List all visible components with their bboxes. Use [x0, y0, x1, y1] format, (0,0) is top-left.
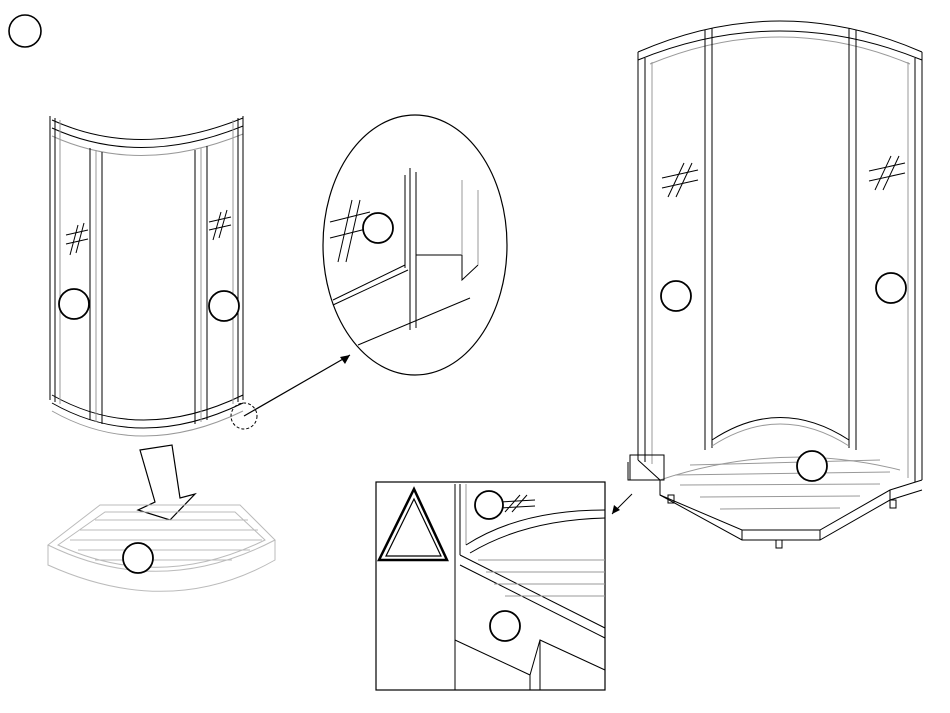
glass-hatch-right-left	[662, 163, 698, 197]
callout-enclosure-tray	[797, 451, 827, 481]
down-arrow	[138, 445, 195, 520]
callout-tray	[123, 543, 153, 573]
step-marker-circle	[9, 15, 41, 47]
callout-zoom	[363, 213, 393, 243]
corner-detail-zoom	[244, 115, 507, 416]
zoom-leader-line	[244, 355, 350, 416]
glass-hatch-right	[209, 210, 231, 240]
callout-detail-bottom	[490, 611, 520, 641]
warning-detail-box	[376, 482, 605, 690]
glass-hatch-left	[66, 223, 88, 255]
curved-enclosure	[50, 116, 257, 436]
detail-source-box	[630, 455, 664, 480]
callout-enclosure-left	[661, 281, 691, 311]
callout-detail-top	[475, 491, 503, 519]
glass-hatch-right-right	[869, 156, 905, 190]
callout-glass-left	[59, 289, 89, 319]
assembled-enclosure	[612, 21, 922, 548]
callout-enclosure-right	[876, 273, 906, 303]
callout-glass-right	[209, 291, 239, 321]
